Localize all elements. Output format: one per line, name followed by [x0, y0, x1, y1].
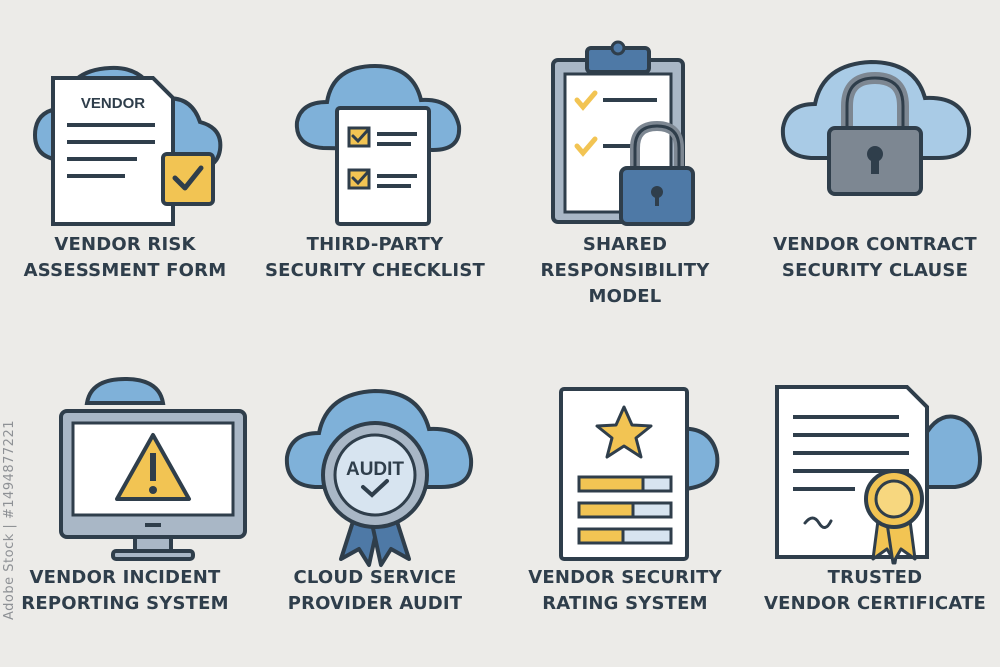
stock-id-text: Adobe Stock | #1494877221 — [2, 420, 17, 620]
audit-label: AUDIT — [346, 459, 404, 480]
rating-document-icon — [559, 387, 720, 561]
doc-label: VENDOR — [81, 95, 145, 112]
clipboard-lock-icon — [551, 40, 695, 226]
vendor-form-icon: VENDOR — [32, 65, 223, 226]
audit-badge-icon: AUDIT — [284, 388, 474, 567]
monitor-warning-icon — [59, 376, 247, 561]
cloud-lock-icon — [780, 59, 972, 196]
checklist-icon — [294, 63, 462, 226]
certificate-ribbon-icon — [775, 385, 982, 565]
